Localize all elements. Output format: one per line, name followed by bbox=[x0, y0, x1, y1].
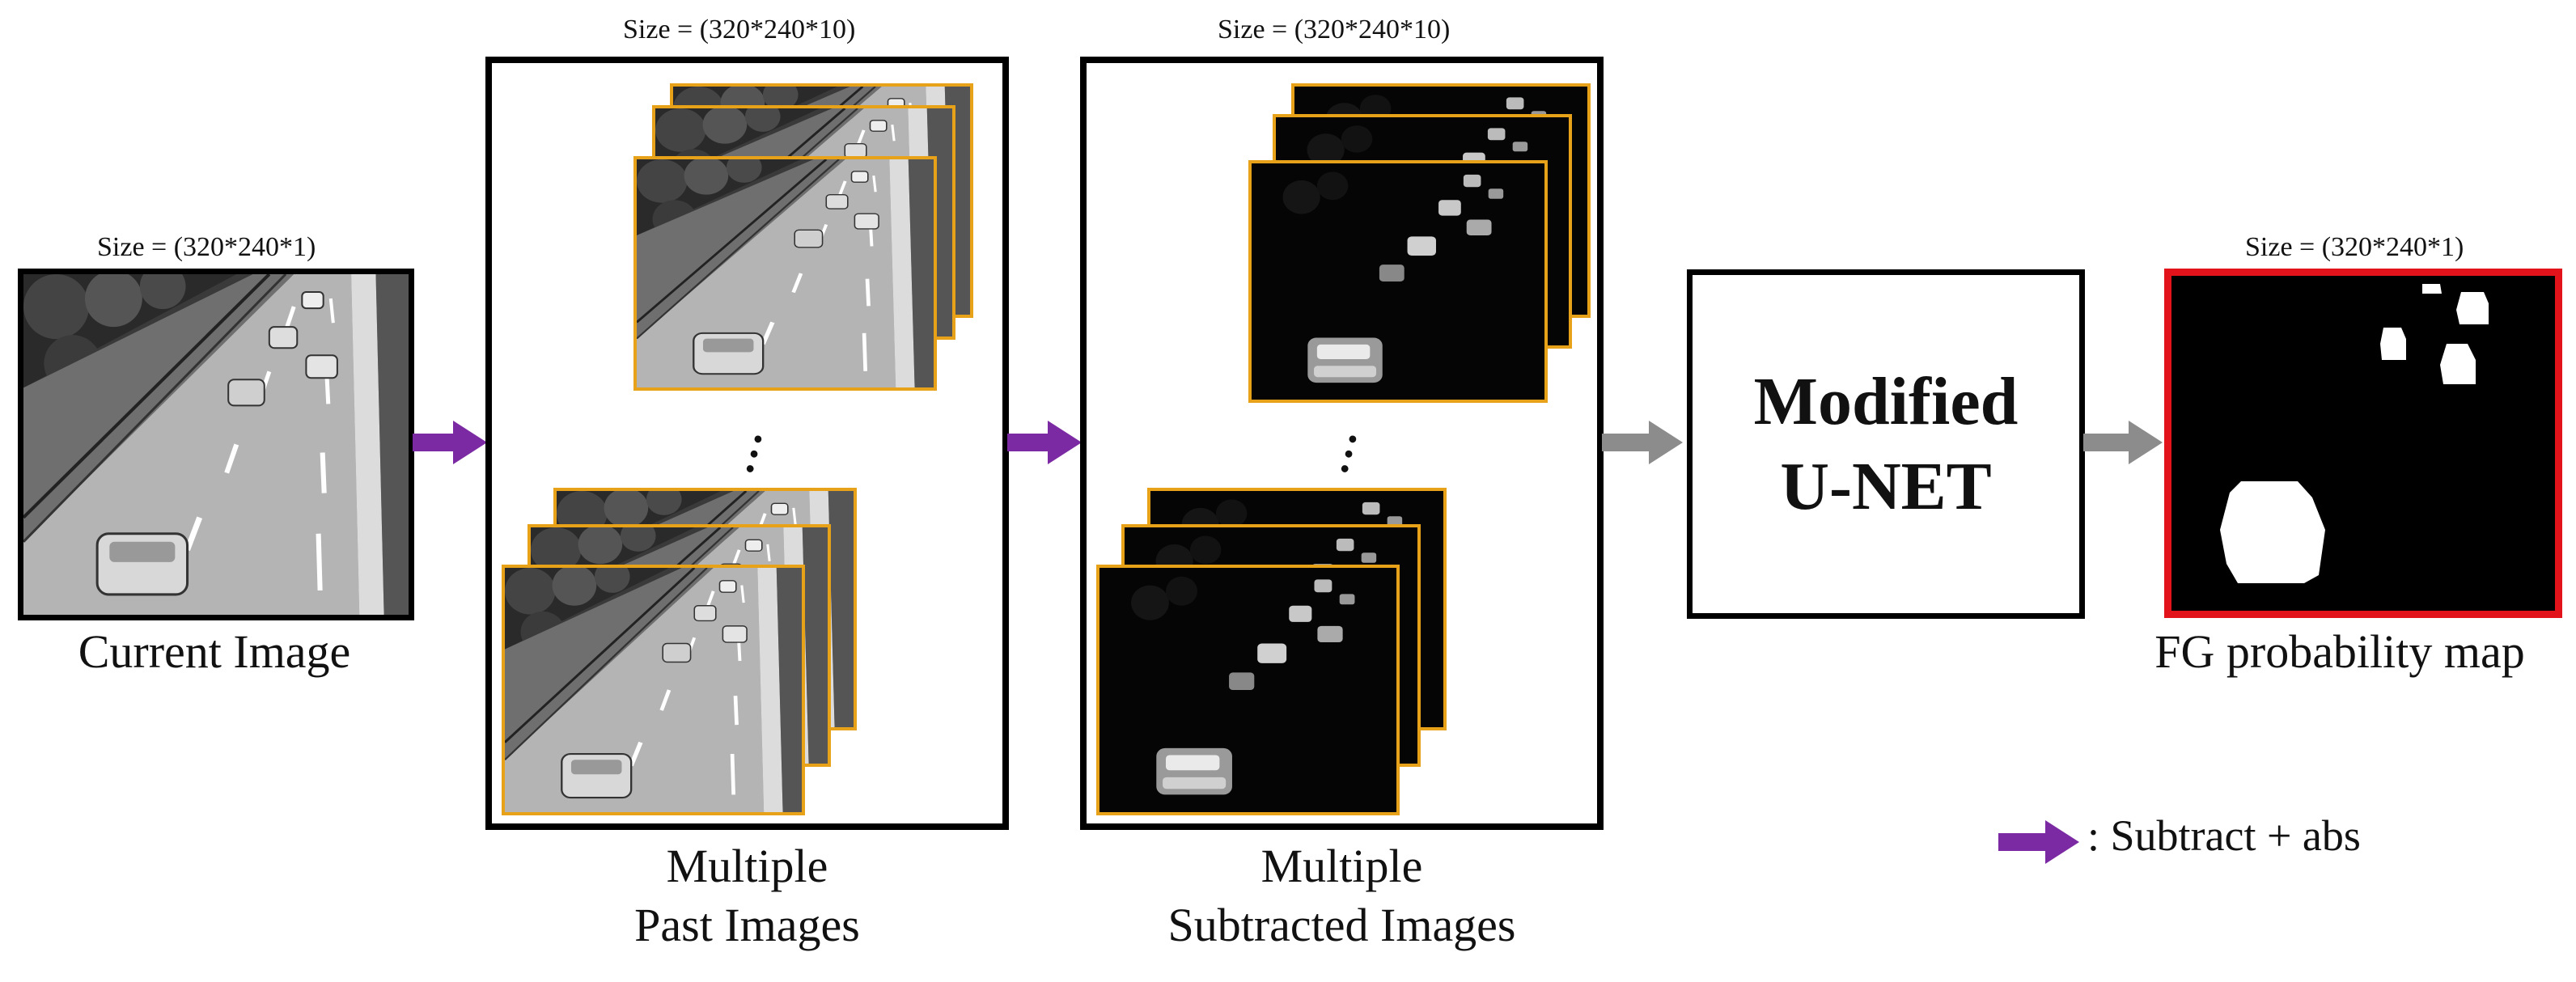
difference-image bbox=[1099, 568, 1396, 812]
past-images-panel: ··· bbox=[485, 57, 1009, 830]
current-caption: Current Image bbox=[78, 625, 351, 678]
ellipsis-dots: ··· bbox=[736, 413, 772, 494]
past-image-stack-bottom-1 bbox=[502, 565, 805, 815]
legend-label: : Subtract + abs bbox=[2087, 811, 2361, 860]
output-caption: FG probability map bbox=[2154, 625, 2525, 678]
road-scene-image bbox=[637, 159, 934, 387]
past-size-label: Size = (320*240*10) bbox=[623, 15, 856, 44]
unet-block: Modified U-NET bbox=[1687, 269, 2085, 619]
past-caption-line1: Multiple bbox=[666, 840, 828, 892]
subtracted-image-stack-top-1 bbox=[1248, 160, 1548, 403]
past-caption-line2: Past Images bbox=[634, 898, 860, 951]
flow-arrow-1 bbox=[1602, 421, 1683, 464]
ellipsis-dots: ··· bbox=[1331, 413, 1366, 494]
current-size-label: Size = (320*240*1) bbox=[97, 232, 316, 262]
unet-label-line2: U-NET bbox=[1780, 449, 1992, 524]
past-caption: Multiple Past Images bbox=[485, 837, 1009, 954]
past-image-stack-top-1 bbox=[633, 156, 937, 391]
foreground-mask bbox=[2171, 276, 2555, 611]
output-size-label: Size = (320*240*1) bbox=[2245, 232, 2464, 262]
unet-label-line1: Modified bbox=[1753, 364, 2019, 439]
subtracted-size-label: Size = (320*240*10) bbox=[1218, 15, 1451, 44]
subtracted-caption-line2: Subtracted Images bbox=[1167, 898, 1516, 951]
subtracted-caption-line1: Multiple bbox=[1260, 840, 1423, 892]
current-image bbox=[18, 269, 414, 620]
unet-label: Modified U-NET bbox=[1754, 359, 2019, 529]
subtract-arrow-2 bbox=[1007, 421, 1082, 464]
road-scene-image bbox=[505, 568, 802, 812]
fg-probability-map bbox=[2164, 269, 2562, 618]
legend-arrow bbox=[1998, 820, 2079, 864]
subtract-arrow-1 bbox=[413, 421, 487, 464]
subtracted-caption: Multiple Subtracted Images bbox=[1080, 837, 1604, 954]
flow-arrow-2 bbox=[2083, 421, 2163, 464]
road-scene-image bbox=[23, 274, 409, 615]
subtracted-images-panel: ··· bbox=[1080, 57, 1604, 830]
difference-image bbox=[1252, 163, 1544, 400]
subtracted-image-stack-bottom-1 bbox=[1096, 565, 1400, 815]
